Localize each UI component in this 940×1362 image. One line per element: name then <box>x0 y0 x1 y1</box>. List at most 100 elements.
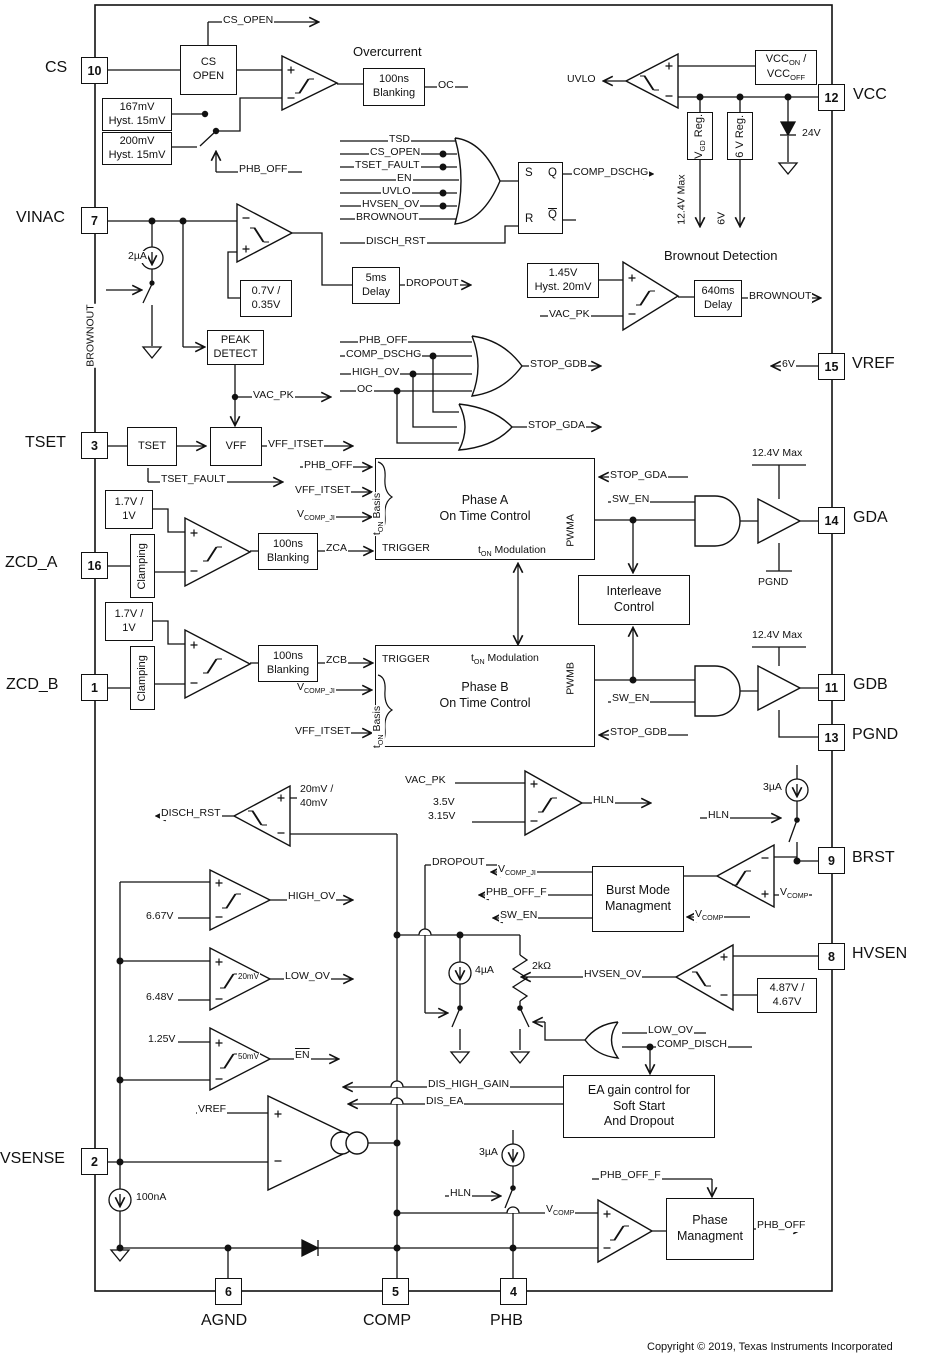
pin-name-HVSEN: HVSEN <box>852 945 908 963</box>
block-v6-reg-label: 6 V Reg. <box>733 114 746 158</box>
sig-dropout-burst: DROPOUT <box>431 856 486 869</box>
sig-oc: OC <box>437 79 455 92</box>
latch-q: Q <box>547 167 558 180</box>
polarity-marks <box>190 62 769 1249</box>
sig-phb-off-pa: PHB_OFF <box>303 459 354 472</box>
sig-cs-open-or: CS_OPEN <box>369 146 422 159</box>
sig-tset-fault-or: TSET_FAULT <box>354 159 421 172</box>
block-vff-block-label: VFF <box>225 439 247 452</box>
block-vff-block: VFF <box>210 427 262 466</box>
sig-tsd: TSD <box>388 133 411 146</box>
sig-cs-open-top: CS_OPEN <box>222 14 275 27</box>
block-tset-block: TSET <box>127 427 177 466</box>
lbl-trigger-a: TRIGGER <box>381 542 431 555</box>
sig-dis-high-gain: DIS_HIGH_GAIN <box>427 1078 511 1091</box>
sig-6v-vref: 6V <box>781 358 796 371</box>
pin-name-VINAC: VINAC <box>16 209 65 227</box>
lbl-3ua-phb: 3µA <box>478 1146 499 1159</box>
sig-brownout-sw: BROWNOUT <box>84 303 97 368</box>
lbl-ton-mod-b: tON Modulation <box>470 652 540 667</box>
pin-name-VSENSE: VSENSE <box>0 1150 65 1168</box>
brownout-comparator <box>622 260 680 332</box>
pin-box-COMP: 5 <box>382 1278 409 1305</box>
high-ov-comparator <box>209 868 272 932</box>
lbl-1v25: 1.25V <box>147 1033 177 1046</box>
disch-rst-comparator <box>232 784 291 848</box>
sig-vref-ea: VREF <box>197 1103 228 1116</box>
block-vcc-on-off: VCCON /VCCOFF <box>755 50 817 85</box>
sig-high-ov-out: HIGH_OV <box>287 890 337 903</box>
wire-hops <box>390 928 520 1214</box>
sig-phb-off-f-burst: PHB_OFF_F <box>485 886 548 899</box>
sig-vcomp-brst: VCOMP <box>779 886 810 901</box>
sig-hln-out: HLN <box>592 794 616 807</box>
overcurrent-comparator <box>281 54 339 112</box>
lbl-pgnd-gda: PGND <box>757 576 790 589</box>
lbl-12v4-max-gda: 12.4V Max <box>751 447 804 460</box>
sig-vcomp-burst: VCOMP <box>694 908 725 923</box>
sig-stop-gda-in: STOP_GDA <box>609 469 668 482</box>
stop-gda-or-gate <box>457 403 513 451</box>
gda-and-gate <box>694 495 741 547</box>
sig-stop-gdb-out: STOP_GDB <box>529 358 588 371</box>
pin-box-BRST: 9 <box>818 847 845 874</box>
sig-dropout-out: DROPOUT <box>405 277 460 290</box>
sig-hvsen-ov-out: HVSEN_OV <box>583 968 643 981</box>
sig-en-out: EN <box>294 1049 311 1062</box>
sig-zcb: ZCB <box>325 654 348 667</box>
pin-box-TSET: 3 <box>81 432 108 459</box>
block-tset-block-label: TSET <box>137 439 167 452</box>
ground-4ua <box>449 1051 471 1065</box>
lbl-24v: 24V <box>801 127 822 140</box>
sig-vff-itset-out: VFF_ITSET <box>267 438 325 451</box>
copyright: Copyright © 2019, Texas Instruments Inco… <box>646 1341 894 1354</box>
lbl-3ua-brst: 3µA <box>762 781 783 794</box>
pin-box-VINAC: 7 <box>81 207 108 234</box>
gdb-and-gate <box>694 665 741 717</box>
lbl-12v4-max-vcc: 12.4V Max <box>675 173 688 226</box>
sig-sw-en-b: SW_EN <box>611 692 651 705</box>
dropout-comparator <box>236 202 294 264</box>
gda-driver <box>757 497 802 545</box>
sig-low-ov-out: LOW_OV <box>284 970 331 983</box>
lbl-ton-basis-a: tON Basis <box>370 491 386 537</box>
lbl-2kohm: 2kΩ <box>531 960 552 973</box>
block-v6-reg: 6 V Reg. <box>727 112 753 160</box>
pin-name-AGND: AGND <box>201 1312 248 1330</box>
zcd-b-comparator <box>184 628 252 700</box>
ground-2k <box>509 1051 531 1065</box>
pin-box-VCC: 12 <box>818 84 845 111</box>
sig-stop-gda-out: STOP_GDA <box>527 419 586 432</box>
comparators <box>184 52 802 1264</box>
sig-stop-gdb-in: STOP_GDB <box>609 726 668 739</box>
lbl-pwma: PWMA <box>564 513 577 548</box>
block-clamping-a-label: Clamping <box>136 542 149 590</box>
lbl-4ua: 4µA <box>474 964 495 977</box>
sig-vcomp-ji-pa: VCOMP_JI <box>296 508 336 523</box>
block-thresh-4v87: 4.87V /4.67V <box>757 978 817 1013</box>
sig-hln-phb: HLN <box>449 1187 473 1200</box>
sig-phb-off-f-pm: PHB_OFF_F <box>599 1169 662 1182</box>
pin-name-GDA: GDA <box>853 509 888 527</box>
pin-name-COMP: COMP <box>363 1312 411 1330</box>
pin-name-PHB: PHB <box>490 1312 523 1330</box>
